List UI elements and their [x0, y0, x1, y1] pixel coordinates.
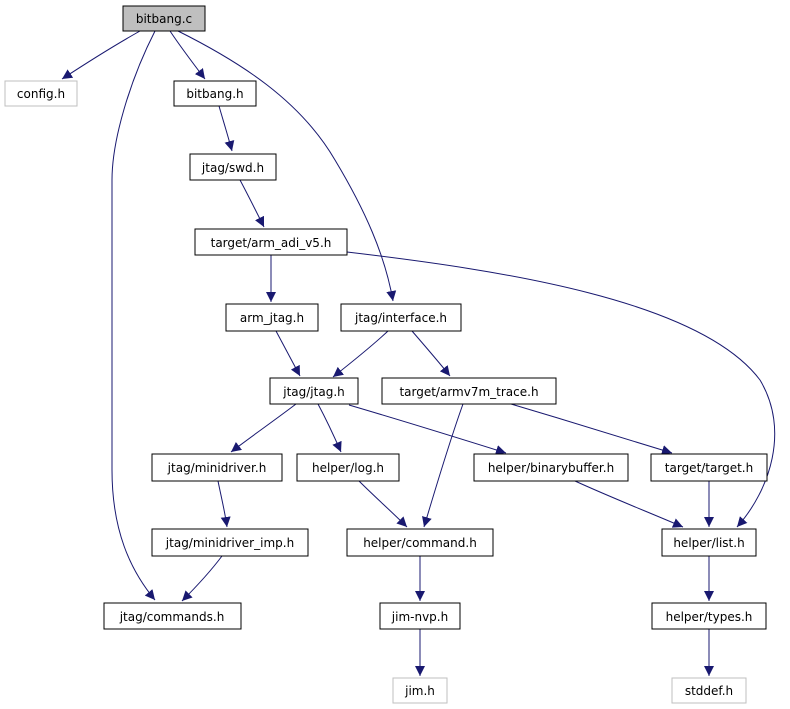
nodes: bitbang.c config.h bitbang.h jtag/swd.h …: [4, 5, 768, 704]
edge-helper-log-h-to-helper-command-h: [358, 480, 408, 528]
node-label: jim.h: [404, 684, 435, 698]
node-label: helper/list.h: [673, 536, 744, 550]
edge-jtag-interface-h-to-target-armv7m-trace-h: [411, 330, 451, 377]
edge-jtag-minidriver-h-to-jtag-minidriver-imp-h: [217, 480, 231, 528]
edge-target-armv7m-trace-h-to-target-target-h: [510, 403, 673, 455]
node-label: helper/binarybuffer.h: [488, 461, 614, 475]
edge-jtag-minidriver-imp-h-to-jtag-commands-h: [181, 555, 223, 602]
node-helper-binarybuffer-h[interactable]: helper/binarybuffer.h: [473, 453, 629, 482]
node-label: jtag/swd.h: [201, 161, 264, 175]
node-jtag-interface-h[interactable]: jtag/interface.h: [340, 303, 462, 332]
node-jim-h[interactable]: jim.h: [392, 677, 448, 704]
edge-target-armv7m-trace-h-to-helper-command-h: [422, 403, 464, 528]
node-jtag-commands-h[interactable]: jtag/commands.h: [103, 602, 242, 630]
node-label: jtag/minidriver_imp.h: [165, 536, 294, 550]
node-jtag-minidriver-imp-h[interactable]: jtag/minidriver_imp.h: [151, 528, 309, 557]
node-label: helper/command.h: [363, 536, 477, 550]
node-target-arm-adi-v5-h[interactable]: target/arm_adi_v5.h: [194, 228, 348, 256]
edge-bitbang-c-to-jtag-commands-h: [111, 30, 156, 601]
edge-jtag-interface-h-to-jtag-jtag-h: [332, 330, 389, 378]
edge-jtag-jtag-h-to-helper-log-h: [317, 403, 342, 453]
edge-jtag-jtag-h-to-jtag-minidriver-h: [230, 403, 297, 453]
edge-helper-binarybuffer-h-to-helper-list-h: [574, 480, 684, 528]
node-label: arm_jtag.h: [240, 311, 304, 325]
node-target-armv7m-trace-h[interactable]: target/armv7m_trace.h: [381, 377, 557, 405]
edge-jtag-swd-h-to-target-arm-adi-v5-h: [239, 179, 265, 228]
edge-target-arm-adi-v5-h-to-helper-list-h: [346, 251, 776, 528]
node-helper-types-h[interactable]: helper/types.h: [651, 602, 767, 630]
node-config-h[interactable]: config.h: [4, 80, 78, 107]
node-jtag-minidriver-h[interactable]: jtag/minidriver.h: [151, 453, 283, 482]
node-label: target/armv7m_trace.h: [399, 385, 538, 399]
node-label: jtag/interface.h: [354, 311, 447, 325]
node-label: jtag/minidriver.h: [167, 461, 267, 475]
node-bitbang-c[interactable]: bitbang.c: [122, 5, 206, 32]
edge-bitbang-c-to-bitbang-h: [169, 30, 206, 80]
node-label: stddef.h: [685, 684, 733, 698]
node-helper-log-h[interactable]: helper/log.h: [296, 453, 400, 482]
node-bitbang-h[interactable]: bitbang.h: [173, 80, 257, 107]
node-label: helper/types.h: [666, 610, 753, 624]
node-label: helper/log.h: [312, 461, 384, 475]
node-jim-nvp-h[interactable]: jim-nvp.h: [379, 602, 461, 630]
node-label: bitbang.c: [136, 12, 192, 26]
node-target-target-h[interactable]: target/target.h: [650, 453, 768, 482]
node-jtag-swd-h[interactable]: jtag/swd.h: [189, 153, 277, 181]
node-arm-jtag-h[interactable]: arm_jtag.h: [225, 303, 319, 332]
node-jtag-jtag-h[interactable]: jtag/jtag.h: [269, 377, 359, 405]
node-label: config.h: [17, 87, 65, 101]
node-stddef-h[interactable]: stddef.h: [671, 677, 747, 704]
node-label: target/arm_adi_v5.h: [211, 236, 332, 250]
edge-bitbang-c-to-jtag-interface-h: [177, 30, 397, 302]
node-label: jim-nvp.h: [391, 610, 448, 624]
node-label: jtag/commands.h: [119, 610, 225, 624]
node-label: bitbang.h: [186, 87, 243, 101]
edge-jtag-jtag-h-to-helper-binarybuffer-h: [348, 404, 507, 455]
edge-bitbang-c-to-config-h: [61, 30, 141, 80]
node-helper-command-h[interactable]: helper/command.h: [346, 528, 494, 557]
edges: [61, 30, 776, 676]
edge-bitbang-h-to-jtag-swd-h: [218, 105, 235, 152]
node-label: target/target.h: [665, 461, 753, 475]
edge-arm-jtag-h-to-jtag-jtag-h: [275, 330, 301, 377]
node-label: jtag/jtag.h: [282, 385, 344, 399]
node-helper-list-h[interactable]: helper/list.h: [661, 528, 757, 557]
